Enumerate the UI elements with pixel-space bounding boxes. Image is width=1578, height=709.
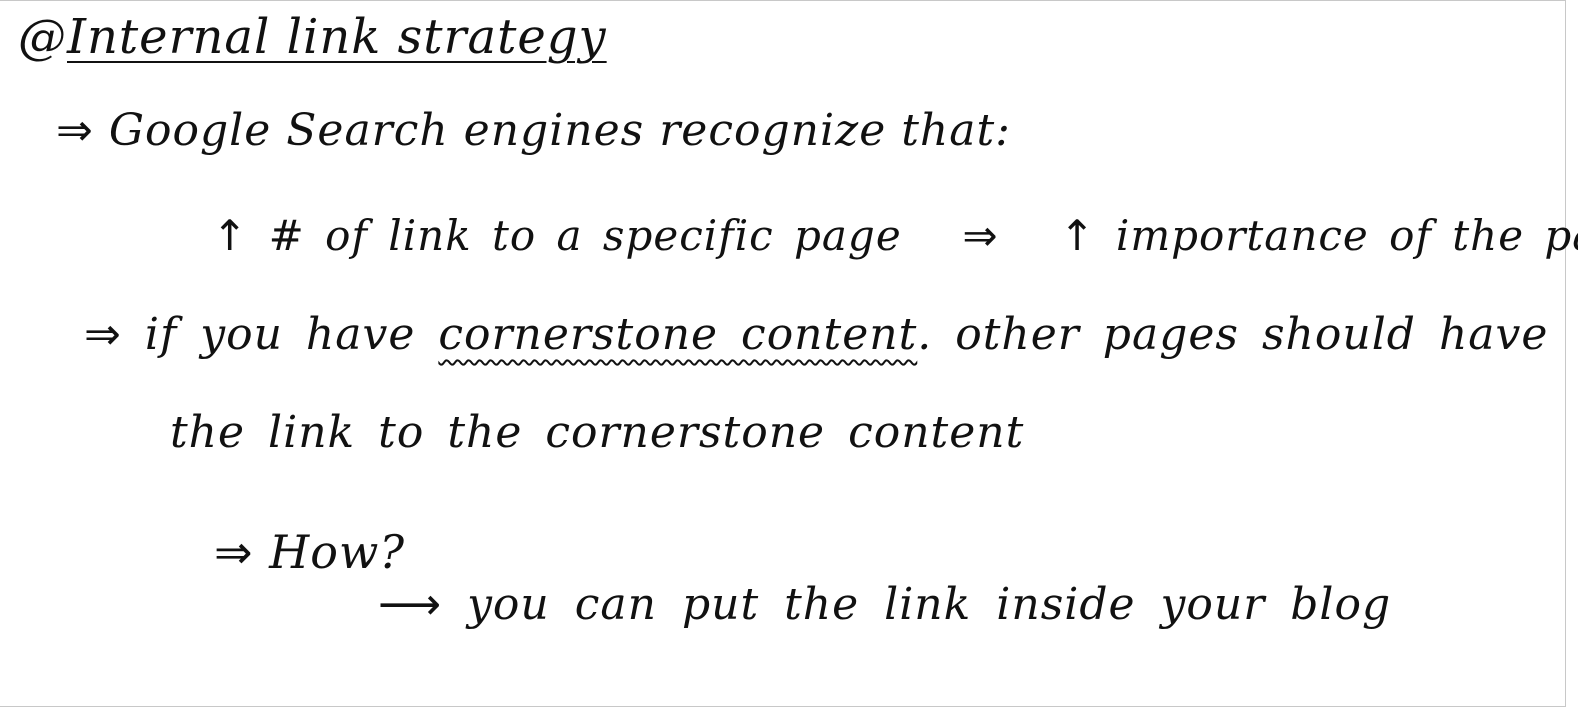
at-marker: @	[18, 9, 67, 65]
note-line-6: ⟶ you can put the link inside your blog	[378, 583, 1391, 627]
double-arrow-icon: ⇒	[962, 211, 999, 260]
double-arrow-icon: ⇒	[56, 105, 94, 156]
double-arrow-icon: ⇒	[84, 309, 122, 360]
line-6-text: you can put the link inside your blog	[467, 579, 1392, 630]
note-line-1: ⇒ Google Search engines recognize that:	[56, 109, 1011, 153]
line-4-text: the link to the cornerstone content	[170, 407, 1025, 458]
note-line-2: ↑ # of link to a specific page ⇒ ↑ impor…	[212, 215, 1578, 257]
long-right-arrow-icon: ⟶	[378, 579, 443, 630]
line-3-after-text: . other pages should have	[917, 309, 1549, 360]
note-title: @Internal link strategy	[18, 13, 607, 61]
note-line-5: ⇒ How?	[214, 529, 405, 575]
double-arrow-icon: ⇒	[214, 525, 254, 579]
line-3-before-text: if you have	[144, 309, 416, 360]
cornerstone-emphasis: cornerstone content	[438, 309, 918, 360]
line-5-text: How?	[269, 525, 406, 579]
note-line-3: ⇒ if you have cornerstone content. other…	[84, 313, 1548, 357]
up-arrow-icon: ↑	[1059, 211, 1096, 260]
line-1-text: Google Search engines recognize that:	[108, 105, 1011, 156]
up-arrow-icon: ↑	[212, 211, 249, 260]
line-2-left-text: # of link to a specific page	[268, 211, 902, 260]
title-text: Internal link strategy	[67, 9, 607, 65]
line-2-right-text: importance of the page	[1115, 211, 1578, 260]
note-line-4: the link to the cornerstone content	[170, 411, 1024, 455]
